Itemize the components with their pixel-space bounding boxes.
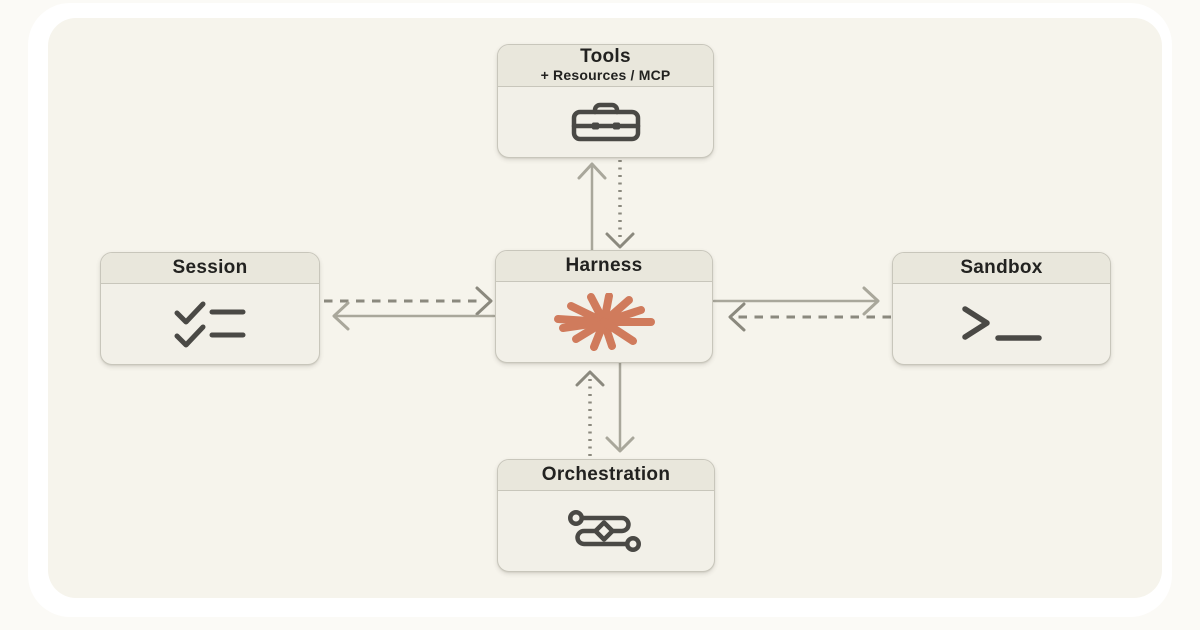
checklist-icon: [174, 301, 246, 348]
node-sandbox: Sandbox: [892, 252, 1111, 365]
edge-tools-to-harness-arrow: [605, 160, 635, 249]
terminal-prompt-icon: [961, 306, 1042, 341]
node-session-header: Session: [101, 253, 319, 284]
node-tools-subtitle: + Resources / MCP: [540, 67, 671, 84]
node-orchestration-body: [498, 491, 714, 571]
starburst-icon: [554, 293, 655, 351]
node-tools-body: [498, 87, 713, 157]
node-session-body: [101, 284, 319, 364]
edge-session-to-harness-arrow: [324, 286, 493, 316]
edge-harness-to-orchestration-arrow: [605, 361, 635, 453]
edge-orchestration-to-harness-arrow: [575, 370, 605, 456]
toolbox-icon: [571, 102, 640, 142]
node-session-title: Session: [172, 256, 248, 278]
route-icon: [568, 510, 641, 552]
node-harness-header: Harness: [496, 251, 712, 282]
node-orchestration-title: Orchestration: [541, 463, 671, 485]
node-sandbox-header: Sandbox: [893, 253, 1110, 284]
node-session: Session: [100, 252, 320, 365]
edge-harness-to-session-arrow: [332, 301, 496, 331]
edge-harness-to-sandbox-arrow: [712, 286, 880, 316]
node-tools: Tools + Resources / MCP: [497, 44, 714, 158]
node-sandbox-title: Sandbox: [960, 256, 1043, 278]
edge-sandbox-to-harness-arrow: [728, 302, 891, 332]
node-harness: Harness: [495, 250, 713, 363]
node-tools-header: Tools + Resources / MCP: [498, 45, 713, 87]
node-harness-body: [496, 282, 712, 362]
node-orchestration: Orchestration: [497, 459, 715, 572]
edge-harness-to-tools-arrow: [577, 162, 607, 252]
node-sandbox-body: [893, 284, 1110, 364]
node-harness-title: Harness: [565, 254, 643, 276]
node-tools-title: Tools: [580, 46, 631, 68]
node-orchestration-header: Orchestration: [498, 460, 714, 491]
